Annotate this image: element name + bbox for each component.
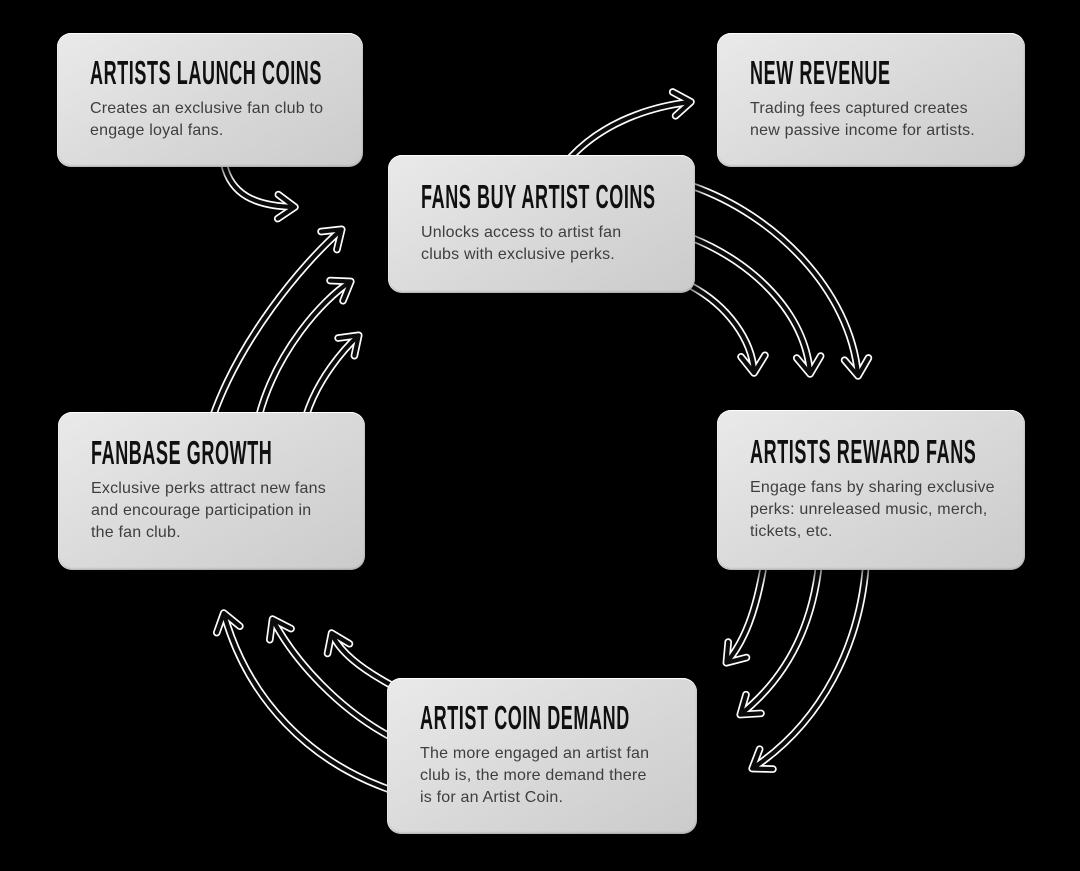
- node-fanbase-growth: FANBASE GROWTH Exclusive perks attract n…: [58, 412, 365, 570]
- node-title: FANBASE GROWTH: [91, 435, 273, 473]
- arrow-artist-coin-demand-to-fanbase-growth: [325, 630, 394, 688]
- arrow-outline-artist-coin-demand-to-fanbase-growth: [212, 609, 395, 794]
- arrow-outline-fans-buy-artist-coins-to-new-revenue: [567, 88, 695, 161]
- arrow-artists-reward-fans-to-artist-coin-demand: [724, 561, 767, 665]
- node-title: ARTISTS REWARD FANS: [750, 434, 977, 472]
- node-title: FANS BUY ARTIST COINS: [421, 179, 656, 217]
- arrow-fanbase-growth-to-fans-buy-artist-coins: [256, 278, 353, 419]
- node-new-revenue: NEW REVENUE Trading fees captured create…: [717, 33, 1025, 167]
- node-description: Trading fees captured creates new passiv…: [750, 99, 975, 139]
- node-title: ARTIST COIN DEMAND: [420, 700, 630, 738]
- arrow-artists-reward-fans-to-artist-coin-demand: [738, 561, 822, 717]
- node-fans-buy-artist-coins: FANS BUY ARTIST COINS Unlocks access to …: [388, 155, 695, 293]
- node-artist-coin-demand: ARTIST COIN DEMAND The more engaged an a…: [387, 678, 697, 834]
- node-description: Exclusive perks attract new fans and enc…: [91, 479, 326, 541]
- arrow-fans-buy-artist-coins-to-artists-reward-fans: [689, 235, 823, 377]
- node-description: Engage fans by sharing exclusive perks: …: [750, 478, 995, 540]
- node-title: ARTISTS LAUNCH COINS: [90, 55, 323, 93]
- arrow-artists-launch-coins-to-fans-buy-artist-coins: [221, 161, 298, 221]
- arrow-outline-artists-reward-fans-to-artist-coin-demand: [748, 560, 870, 773]
- arrow-fans-buy-artist-coins-to-artists-reward-fans: [689, 183, 871, 379]
- arrow-outline-artists-reward-fans-to-artist-coin-demand: [722, 560, 768, 667]
- node-artists-launch-coins: ARTISTS LAUNCH COINS Creates an exclusiv…: [57, 33, 363, 167]
- arrow-fanbase-growth-to-fans-buy-artist-coins: [303, 333, 361, 419]
- arrow-outline-fans-buy-artist-coins-to-artists-reward-fans: [688, 182, 873, 380]
- node-title: NEW REVENUE: [750, 55, 891, 93]
- arrow-fans-buy-artist-coins-to-new-revenue: [568, 89, 694, 160]
- node-description: The more engaged an artist fan club is, …: [420, 744, 650, 806]
- arrow-outline-artists-reward-fans-to-artist-coin-demand: [736, 560, 823, 719]
- arrow-fans-buy-artist-coins-to-artists-reward-fans: [688, 283, 768, 376]
- arrow-artist-coin-demand-to-fanbase-growth: [267, 617, 394, 740]
- arrow-outline-fans-buy-artist-coins-to-artists-reward-fans: [687, 282, 769, 377]
- arrow-strokes: [210, 89, 871, 793]
- arrow-artists-reward-fans-to-artist-coin-demand: [750, 561, 869, 772]
- arrow-fanbase-growth-to-fans-buy-artist-coins: [210, 227, 344, 419]
- arrow-outline-fanbase-growth-to-fans-buy-artist-coins: [302, 331, 363, 420]
- node-description: Creates an exclusive fan club to engage …: [90, 99, 324, 139]
- node-artists-reward-fans: ARTISTS REWARD FANS Engage fans by shari…: [717, 410, 1025, 570]
- arrow-outline-artist-coin-demand-to-fanbase-growth: [323, 629, 395, 689]
- arrow-artist-coin-demand-to-fanbase-growth: [214, 610, 394, 793]
- node-description: Unlocks access to artist fan clubs with …: [421, 223, 622, 263]
